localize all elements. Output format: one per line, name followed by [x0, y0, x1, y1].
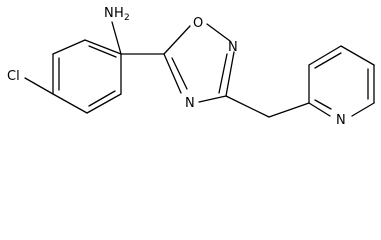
atom-label-amine: N H 2 — [104, 6, 130, 23]
bond-pyridine-c3-c4 — [308, 45, 342, 66]
bond-aniline-nitrogen — [111, 21, 122, 55]
bond-benzene-c4-c5 — [52, 93, 88, 114]
bond-oxadiazole-n4-c5 — [163, 53, 182, 94]
atom-label-pyridine-nitrogen: N — [336, 113, 346, 128]
amine-hydrogen-count: 2 — [124, 13, 130, 23]
double-bond-benzene-a — [88, 45, 117, 58]
atom-label-chlorine: Cl — [7, 69, 20, 84]
double-bond-oxadiazole-n4-c5 — [171, 57, 188, 90]
bond-oxadiazole-c3-n4 — [198, 95, 227, 103]
bond-benzene-c1-c2 — [84, 39, 122, 55]
benzene-ring — [52, 39, 122, 114]
bond-oxadiazole-o1-n2 — [206, 23, 231, 42]
bond-pyridine-c4-c5 — [340, 45, 375, 66]
bond-oxadiazole-to-methylene — [225, 95, 270, 118]
chemical-structure: N H 2 Cl O N N N — [7, 6, 375, 128]
bond-oxadiazole-c5-o1 — [163, 25, 191, 55]
bond-benzene-c3-c4 — [86, 93, 122, 114]
bond-methylene-to-pyridine — [268, 102, 310, 118]
oxadiazole-ring — [163, 23, 235, 103]
double-bond-benzene-b — [88, 90, 116, 107]
bond-benzene-c6-c1 — [52, 39, 86, 55]
bond-oxadiazole-n2-c3 — [225, 51, 235, 97]
double-bond-pyridine-c — [314, 99, 332, 110]
atom-label-oxadiazole-nitrogen-upper: N — [228, 40, 238, 55]
double-bond-pyridine-a — [314, 52, 342, 69]
bond-chlorine — [24, 77, 54, 95]
pyridine-ring — [308, 45, 375, 117]
bond-pyridine-c6-n1 — [351, 102, 375, 117]
amine-nitrogen-symbol: N — [104, 6, 114, 21]
bond-pyridine-n1-c2 — [308, 102, 331, 117]
atom-label-oxadiazole-oxygen: O — [193, 16, 203, 31]
atom-label-oxadiazole-nitrogen-lower: N — [185, 96, 195, 111]
double-bond-oxadiazole-n2-c3 — [218, 53, 228, 94]
amine-hydrogen-symbol: H — [114, 6, 124, 21]
